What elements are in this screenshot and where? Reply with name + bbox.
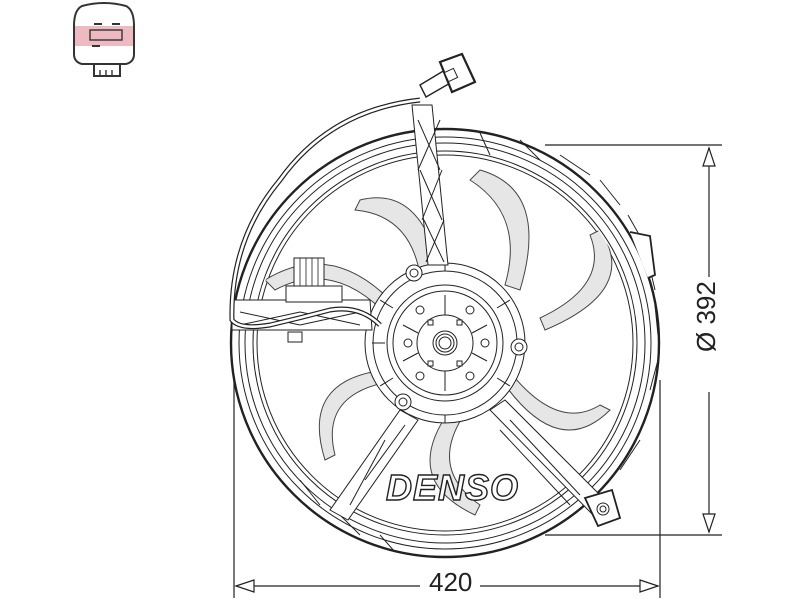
diameter-dimension-label: Ø 392 bbox=[691, 277, 721, 356]
width-dimension-label: 420 bbox=[425, 569, 477, 595]
struts bbox=[329, 104, 622, 528]
dimension-lines bbox=[233, 144, 722, 598]
brand-label: DENSO bbox=[385, 467, 520, 508]
cable bbox=[229, 97, 421, 330]
connector-badge-icon bbox=[73, 2, 135, 77]
motor-hub bbox=[364, 262, 526, 424]
plug-connector bbox=[419, 52, 477, 98]
